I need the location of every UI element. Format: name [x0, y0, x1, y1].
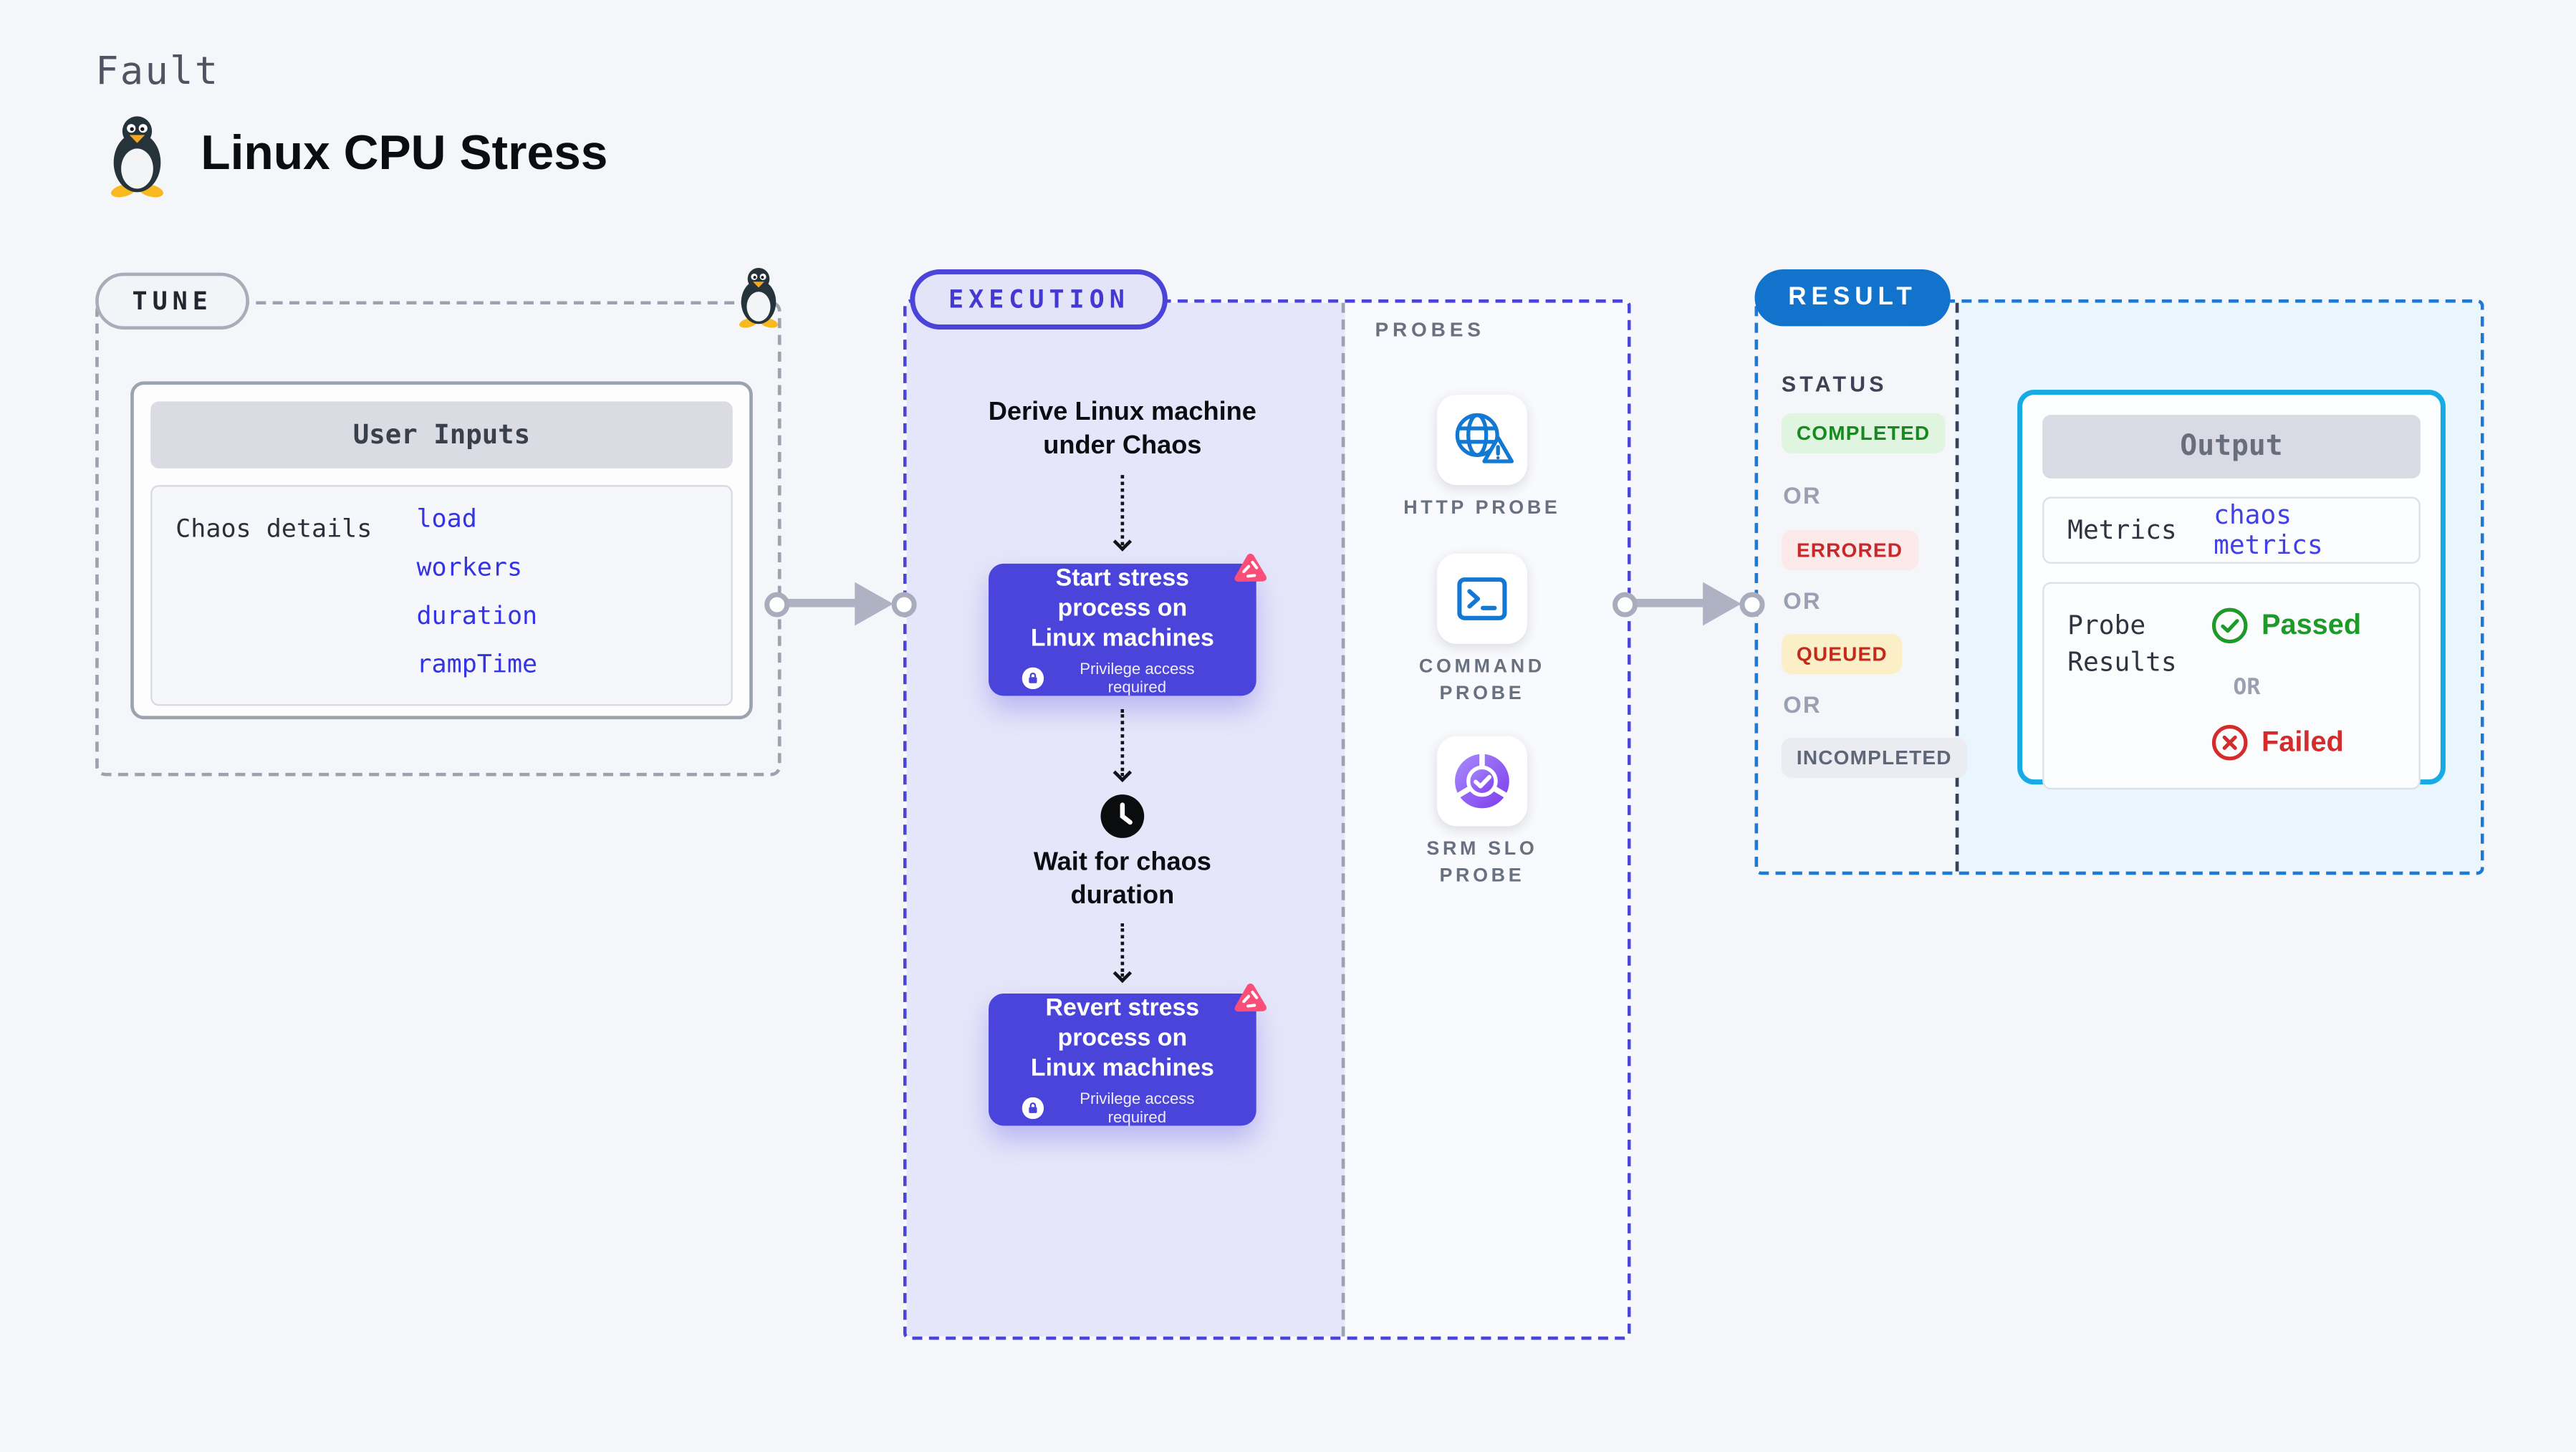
- lock-icon: [1022, 1097, 1044, 1120]
- user-inputs-card: User Inputs Chaos details load workers d…: [130, 381, 753, 720]
- slo-donut-icon: [1455, 752, 1509, 809]
- srm-slo-probe-label: SRM SLO PROBE: [1426, 840, 1538, 887]
- chaos-pinwheel-icon: [1234, 553, 1267, 582]
- tune-section-pill: TUNE: [95, 272, 250, 330]
- input-link-duration[interactable]: duration: [416, 600, 538, 631]
- input-link-load[interactable]: load: [416, 503, 477, 534]
- tux-penguin-icon: [111, 116, 163, 198]
- user-inputs-title: User Inputs: [150, 401, 733, 468]
- command-probe-card[interactable]: [1436, 553, 1527, 645]
- passed-label: Passed: [2262, 608, 2362, 641]
- chaos-metrics-link[interactable]: chaos metrics: [2214, 500, 2323, 561]
- step-derive-machine: Derive Linux machine under Chaos: [988, 398, 1256, 461]
- probe-results-row: Probe Results Passed OR Failed: [2042, 582, 2421, 790]
- chaos-details-row: Chaos details load workers duration ramp…: [150, 485, 733, 706]
- metrics-row: Metrics chaos metrics: [2042, 496, 2421, 564]
- output-card: Output Metrics chaos metrics Probe Resul…: [2017, 390, 2446, 790]
- privilege-note: Privilege access required: [1080, 1090, 1195, 1127]
- tune-section-box: [95, 301, 782, 777]
- clock-icon: [1100, 794, 1145, 838]
- status-badge-completed: COMPLETED: [1781, 413, 1946, 453]
- dotted-arrow: [1120, 709, 1125, 777]
- step-revert-stress-node[interactable]: Revert stress process on Linux machines …: [989, 994, 1256, 1127]
- status-badge-queued: QUEUED: [1781, 634, 1903, 675]
- tux-penguin-mini-icon: [739, 267, 778, 328]
- step-start-stress-node[interactable]: Start stress process on Linux machines P…: [989, 563, 1256, 697]
- status-badge-errored: ERRORED: [1781, 530, 1918, 571]
- or-separator: OR: [2233, 674, 2261, 701]
- probe-result-passed: Passed: [2211, 607, 2361, 644]
- terminal-icon: [1457, 577, 1507, 620]
- http-probe-label: HTTP PROBE: [1403, 498, 1561, 519]
- or-separator: OR: [1783, 691, 1822, 718]
- passed-check-icon: [2211, 607, 2248, 644]
- dotted-arrow: [1120, 475, 1125, 546]
- input-link-workers[interactable]: workers: [416, 552, 523, 582]
- failed-label: Failed: [2262, 726, 2344, 758]
- srm-slo-probe-card[interactable]: [1436, 736, 1527, 827]
- metrics-label: Metrics: [2067, 515, 2177, 546]
- lock-icon: [1022, 667, 1044, 690]
- revert-stress-title: Revert stress process on Linux machines: [1030, 994, 1214, 1082]
- failed-x-icon: [2211, 725, 2248, 761]
- status-column-label: STATUS: [1781, 371, 1888, 397]
- start-stress-title: Start stress process on Linux machines: [1030, 564, 1214, 652]
- globe-alert-icon: [1455, 413, 1514, 463]
- page-title: Linux CPU Stress: [201, 127, 608, 181]
- chaos-pinwheel-icon: [1234, 983, 1267, 1012]
- chaos-details-label: Chaos details: [176, 513, 373, 544]
- command-probe-label: COMMAND PROBE: [1418, 657, 1545, 705]
- result-section-pill: RESULT: [1754, 269, 1951, 327]
- chaos-input-links: load workers duration rampTime: [416, 502, 537, 681]
- input-link-ramptime[interactable]: rampTime: [416, 649, 538, 680]
- output-card-title: Output: [2042, 415, 2421, 479]
- or-separator: OR: [1783, 481, 1822, 509]
- or-separator: OR: [1783, 587, 1822, 614]
- fault-category-label: Fault: [95, 50, 220, 94]
- http-probe-card[interactable]: [1436, 395, 1527, 486]
- probe-result-failed: Failed: [2211, 724, 2344, 761]
- status-badge-incompleted: INCOMPLETED: [1781, 737, 1967, 778]
- execution-section-pill: EXECUTION: [910, 269, 1168, 330]
- probes-column-label: PROBES: [1375, 317, 1485, 342]
- probe-results-label: Probe Results: [2067, 610, 2177, 678]
- dotted-arrow: [1120, 923, 1125, 977]
- step-wait-duration: Wait for chaos duration: [1033, 847, 1211, 910]
- privilege-note: Privilege access required: [1080, 660, 1195, 697]
